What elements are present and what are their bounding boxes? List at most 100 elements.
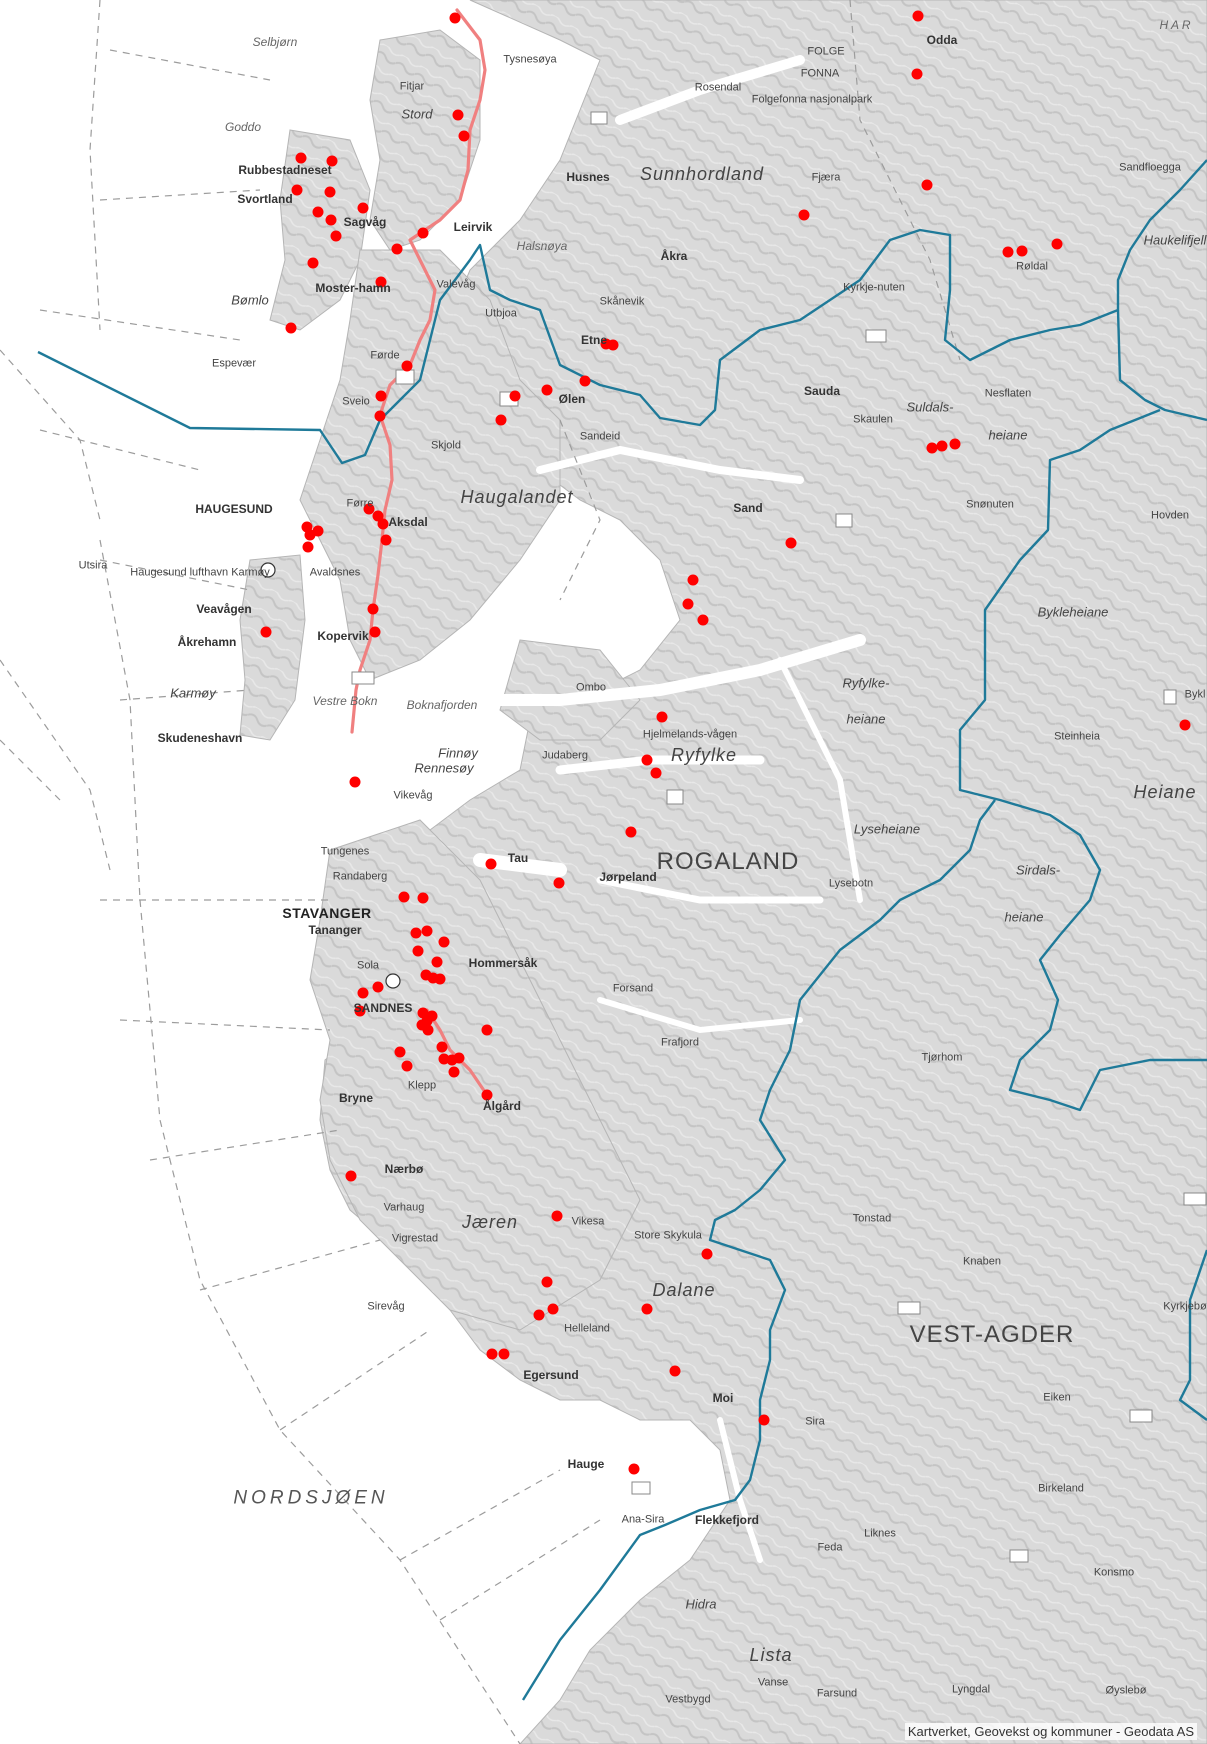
map-point[interactable] [495, 414, 507, 426]
map-point[interactable] [324, 186, 336, 198]
map-point[interactable] [541, 384, 553, 396]
map-point[interactable] [431, 956, 443, 968]
map-point[interactable] [921, 179, 933, 191]
map-point[interactable] [422, 1024, 434, 1036]
map-point[interactable] [1016, 245, 1028, 257]
map-point[interactable] [481, 1024, 493, 1036]
place-label-aksdal: Aksdal [388, 515, 428, 529]
map-point[interactable] [509, 390, 521, 402]
map-point[interactable] [936, 440, 948, 452]
map-point[interactable] [349, 776, 361, 788]
place-label-ryfylke-heiane: Ryfylke- [842, 675, 890, 691]
map-point[interactable] [410, 927, 422, 939]
map-point[interactable] [438, 936, 450, 948]
map-point[interactable] [1051, 238, 1063, 250]
map-point[interactable] [926, 442, 938, 454]
map-point[interactable] [600, 338, 612, 350]
map-point[interactable] [912, 10, 924, 22]
map-point[interactable] [697, 614, 709, 626]
map-point[interactable] [375, 276, 387, 288]
map-point[interactable] [421, 1015, 433, 1027]
map-point[interactable] [377, 518, 389, 530]
map-point[interactable] [394, 1046, 406, 1058]
map-point[interactable] [380, 534, 392, 546]
map-point[interactable] [682, 598, 694, 610]
map-point[interactable] [533, 1309, 545, 1321]
map-point[interactable] [417, 892, 429, 904]
map-point[interactable] [449, 12, 461, 24]
map-point[interactable] [541, 1276, 553, 1288]
map-point[interactable] [307, 257, 319, 269]
place-label-fitjar: Fitjar [399, 80, 425, 93]
map-point[interactable] [448, 1066, 460, 1078]
map-point[interactable] [285, 322, 297, 334]
map-point[interactable] [436, 1041, 448, 1053]
place-label-feda: Feda [817, 1541, 843, 1554]
map-point[interactable] [295, 152, 307, 164]
map-point[interactable] [372, 510, 384, 522]
map-point[interactable] [458, 130, 470, 142]
map-point[interactable] [438, 1053, 450, 1065]
map-point[interactable] [357, 202, 369, 214]
map-point[interactable] [312, 206, 324, 218]
map-point[interactable] [326, 155, 338, 167]
map-point[interactable] [421, 925, 433, 937]
map-point[interactable] [650, 767, 662, 779]
map-point[interactable] [302, 541, 314, 553]
map-point[interactable] [701, 1248, 713, 1260]
map-point[interactable] [486, 1348, 498, 1360]
map-point[interactable] [481, 1089, 493, 1101]
map-point[interactable] [401, 360, 413, 372]
map-point[interactable] [1179, 719, 1191, 731]
map-point[interactable] [401, 1060, 413, 1072]
map-point[interactable] [374, 410, 386, 422]
map-point[interactable] [260, 626, 272, 638]
map-point[interactable] [372, 981, 384, 993]
map-point[interactable] [357, 987, 369, 999]
map-point[interactable] [325, 214, 337, 226]
map-point[interactable] [452, 109, 464, 121]
map-point[interactable] [367, 603, 379, 615]
map-point[interactable] [785, 537, 797, 549]
map-point[interactable] [453, 1052, 465, 1064]
map-point[interactable] [641, 754, 653, 766]
map-point[interactable] [345, 1170, 357, 1182]
map-point[interactable] [1002, 246, 1014, 258]
map-point[interactable] [798, 209, 810, 221]
map-point[interactable] [417, 227, 429, 239]
map-point[interactable] [547, 1303, 559, 1315]
place-label-nordsjoen: NORDSJØEN [233, 1487, 389, 1509]
map-point[interactable] [949, 438, 961, 450]
map-point[interactable] [553, 877, 565, 889]
map-point[interactable] [354, 1005, 366, 1017]
map-point[interactable] [687, 574, 699, 586]
map-point[interactable] [625, 826, 637, 838]
map-point[interactable] [427, 972, 439, 984]
map-point[interactable] [641, 1303, 653, 1315]
place-label-olen: Ølen [558, 392, 586, 406]
map-point[interactable] [911, 68, 923, 80]
place-label-moi: Moi [712, 1391, 734, 1405]
map-point[interactable] [758, 1414, 770, 1426]
place-label-mosterhamn: Moster-hamn [315, 281, 391, 295]
map-point[interactable] [312, 525, 324, 537]
map-point[interactable] [375, 390, 387, 402]
map-point[interactable] [485, 858, 497, 870]
map-point[interactable] [498, 1348, 510, 1360]
map-point[interactable] [412, 945, 424, 957]
map-point[interactable] [628, 1463, 640, 1475]
map-point[interactable] [291, 184, 303, 196]
map-point[interactable] [369, 626, 381, 638]
map-point[interactable] [398, 891, 410, 903]
map-point[interactable] [656, 711, 668, 723]
map-point[interactable] [330, 230, 342, 242]
map-point[interactable] [669, 1365, 681, 1377]
map-point[interactable] [391, 243, 403, 255]
map-point[interactable] [363, 503, 375, 515]
place-label-tananger: Tananger [308, 923, 362, 937]
map-point[interactable] [551, 1210, 563, 1222]
map-point[interactable] [579, 375, 591, 387]
place-label-store-skykula: Store Skykula [634, 1229, 702, 1242]
